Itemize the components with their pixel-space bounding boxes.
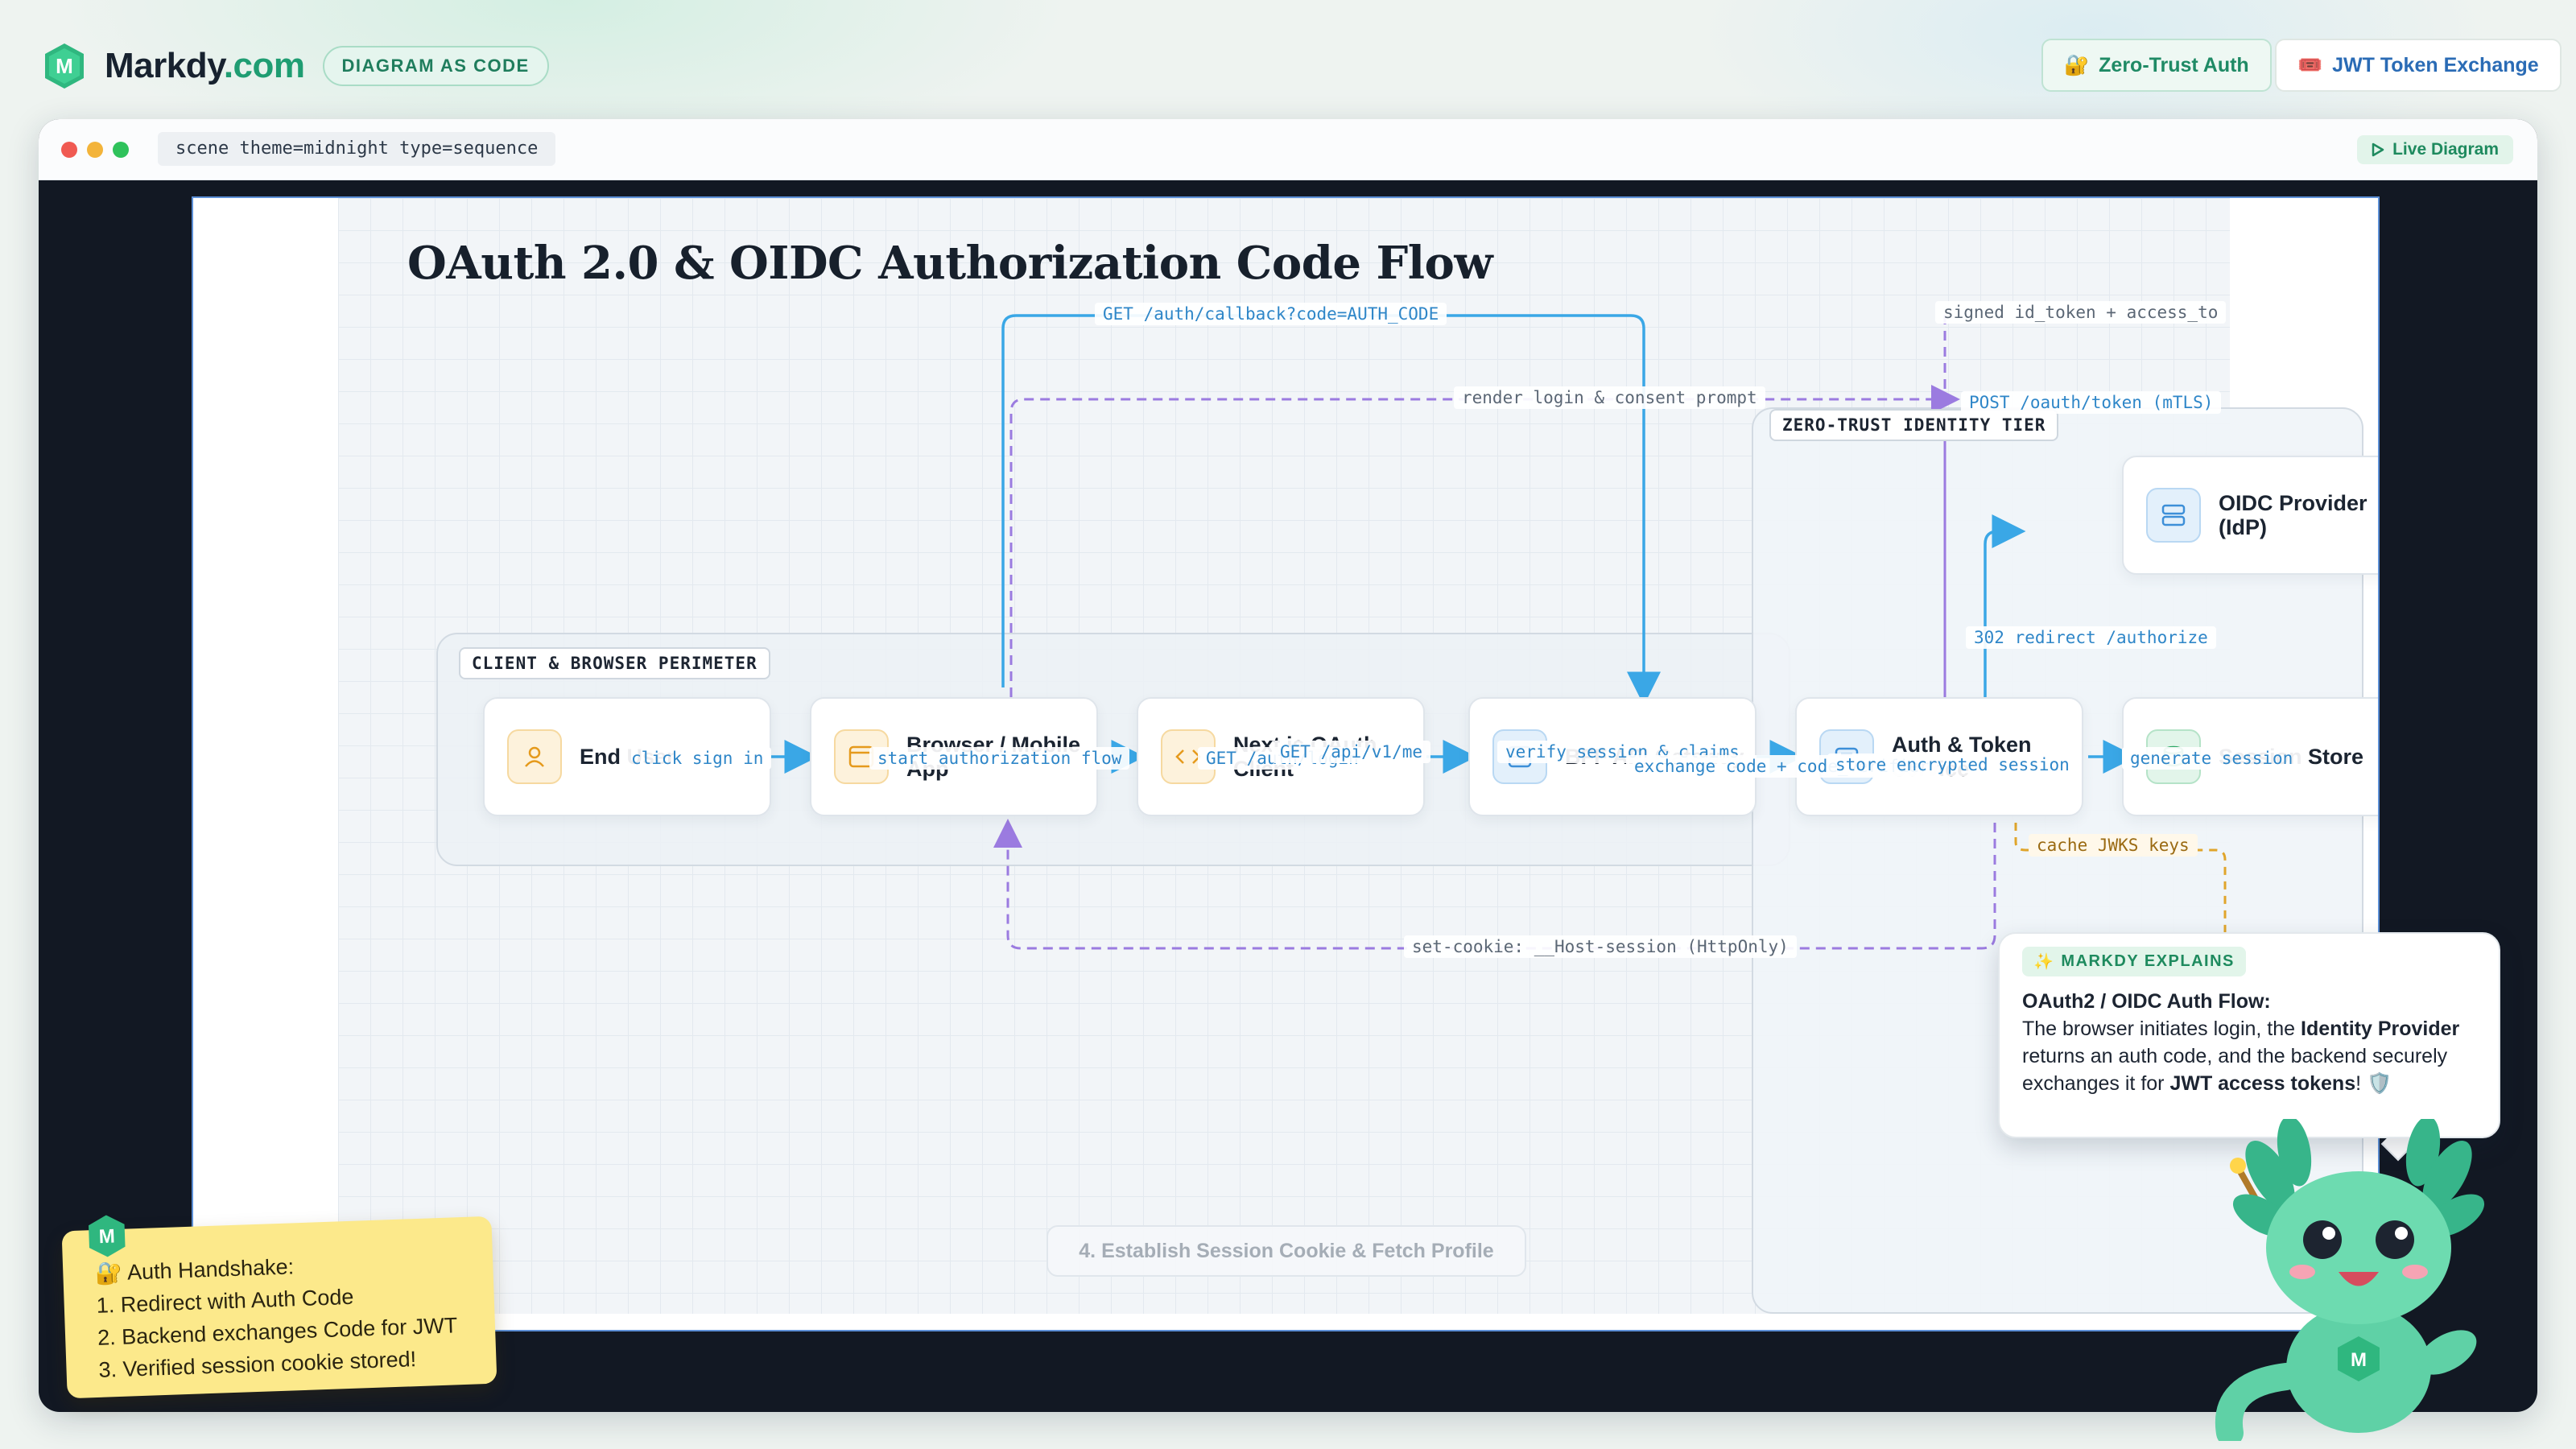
server-icon <box>2146 488 2201 543</box>
note-lock-icon: 🔐 <box>94 1260 128 1286</box>
diagram-window: scene theme=midnight type=sequence Live … <box>39 119 2537 1412</box>
explainer-text-1: The browser initiates login, the <box>2022 1018 2301 1040</box>
maximize-dot-icon[interactable] <box>113 142 129 158</box>
jwt-token-exchange-button[interactable]: 🎟️ JWT Token Exchange <box>2275 39 2562 92</box>
live-diagram-label: Live Diagram <box>2392 140 2499 159</box>
brand-header: M Markdy.com DIAGRAM AS CODE <box>42 42 549 90</box>
explainer-text: OAuth2 / OIDC Auth Flow: The browser ini… <box>2022 988 2478 1097</box>
scene-code: scene theme=midnight type=sequence <box>158 132 556 166</box>
edge-label-start: start authorization flow <box>869 747 1130 770</box>
window-titlebar: scene theme=midnight type=sequence Live … <box>39 119 2537 180</box>
markdy-note-badge-icon: M <box>85 1213 129 1264</box>
brand-name-text: Markdy <box>105 46 224 85</box>
note-heading-text: Auth Handshake: <box>126 1254 295 1285</box>
edge-label-cookie: set-cookie: __Host-session (HttpOnly) <box>1404 935 1797 958</box>
mascot-badge-letter: M <box>2351 1349 2367 1371</box>
markdy-explains-chip: ✨ MARKDY EXPLAINS <box>2022 947 2246 976</box>
zero-trust-auth-button[interactable]: 🔐 Zero-Trust Auth <box>2041 39 2272 92</box>
explainer-bold-1: Identity Provider <box>2301 1018 2460 1040</box>
close-dot-icon[interactable] <box>61 142 77 158</box>
edge-render <box>1009 385 1960 697</box>
explainer-title: OAuth2 / OIDC Auth Flow: <box>2022 990 2271 1013</box>
edge-label-callback: GET /auth/callback?code=AUTH_CODE <box>1095 303 1447 325</box>
markdy-explains-chip-label: MARKDY EXPLAINS <box>2061 952 2235 970</box>
play-icon <box>2372 142 2384 157</box>
edge-cookie <box>993 819 1996 950</box>
edge-label-jwks: cache JWKS keys <box>2029 834 2198 857</box>
step-caption: 4. Establish Session Cookie & Fetch Prof… <box>1046 1225 1526 1277</box>
edge-label-signed: signed id_token + access_to <box>1935 301 2227 324</box>
logo-letter: M <box>56 54 73 78</box>
edge-jwks <box>2014 823 2227 1003</box>
zero-trust-auth-label: Zero-Trust Auth <box>2099 53 2249 76</box>
edge-label-render: render login & consent prompt <box>1454 386 1765 409</box>
explainer-text-3: ! 🛡️ <box>2355 1072 2392 1095</box>
client-zone-label: CLIENT & BROWSER PERIMETER <box>459 647 770 679</box>
user-icon <box>507 729 562 784</box>
edge-callback <box>1001 314 1661 706</box>
edge-label-store: store encrypted session <box>1827 753 2078 776</box>
edge-label-get-me: GET /api/v1/me <box>1272 741 1431 763</box>
zero-trust-zone-label: ZERO-TRUST IDENTITY TIER <box>1769 409 2059 441</box>
edge-label-verify: verify session & claims <box>1497 741 1748 763</box>
edge-label-post-token: POST /oauth/token (mTLS) <box>1961 391 2222 414</box>
markdy-explains-bubble: ✨ MARKDY EXPLAINS OAuth2 / OIDC Auth Flo… <box>1998 932 2500 1138</box>
ticket-icon: 🎟️ <box>2297 53 2323 76</box>
minimize-dot-icon[interactable] <box>87 142 103 158</box>
axolotl-mascot: M <box>2206 1116 2512 1447</box>
node-idp[interactable]: OIDC Provider (IdP) <box>2122 456 2378 575</box>
sparkle-icon: ✨ <box>2033 953 2055 971</box>
node-idp-label: OIDC Provider (IdP) <box>2219 491 2368 539</box>
brand-tld: .com <box>223 46 305 85</box>
diagram-title: OAuth 2.0 & OIDC Authorization Code Flow <box>407 237 1493 290</box>
explainer-bold-2: JWT access tokens <box>2169 1072 2356 1095</box>
brand-name[interactable]: Markdy.com <box>105 46 305 86</box>
live-diagram-button[interactable]: Live Diagram <box>2357 135 2513 164</box>
jwt-token-exchange-label: JWT Token Exchange <box>2332 53 2539 76</box>
diagram-canvas[interactable]: OAuth 2.0 & OIDC Authorization Code Flow <box>192 196 2380 1331</box>
explainer-text-2: returns an auth code, and the backend se… <box>2022 1045 2448 1095</box>
note-badge-letter: M <box>98 1225 115 1248</box>
markdy-logo-icon[interactable]: M <box>42 42 87 90</box>
edge-redirect <box>1984 514 2026 713</box>
edge-label-generate: generate session <box>2122 747 2301 770</box>
edge-label-redirect: 302 redirect /authorize <box>1966 626 2216 649</box>
auth-handshake-note: M 🔐 Auth Handshake: 1. Redirect with Aut… <box>61 1213 497 1399</box>
tagline-chip: DIAGRAM AS CODE <box>322 46 549 86</box>
edge-label-click: click sign in <box>623 747 772 770</box>
lock-icon: 🔐 <box>2064 53 2090 76</box>
